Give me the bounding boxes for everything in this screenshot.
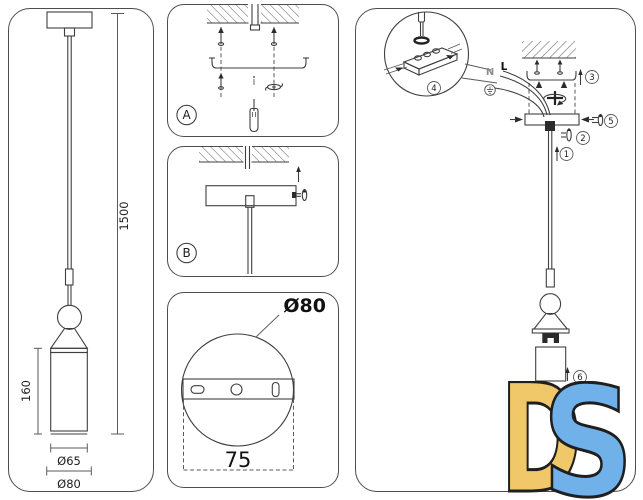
terminal-block-icon bbox=[384, 43, 463, 77]
panel-canopy-view: Ø80 75 bbox=[167, 292, 339, 488]
bracket-bar bbox=[182, 378, 295, 400]
dim-base-diameter: Ø80 bbox=[58, 477, 82, 491]
cone-flange bbox=[532, 328, 570, 334]
step-b-badge: B bbox=[183, 247, 191, 261]
step-circle bbox=[604, 114, 619, 129]
slot-hole-vertical bbox=[272, 382, 280, 398]
leader-line bbox=[465, 63, 492, 71]
arrow-icon bbox=[515, 116, 524, 123]
wing-nut-icon bbox=[265, 83, 284, 92]
canopy-plate-drawing: Ø80 75 bbox=[181, 295, 327, 472]
screw-icon bbox=[557, 59, 564, 76]
wire-ground-line bbox=[495, 87, 545, 118]
washer-icon bbox=[413, 36, 431, 46]
step-number-6: 6 bbox=[578, 373, 583, 383]
step-number-4: 4 bbox=[432, 84, 437, 94]
step-a-drawing: A bbox=[176, 3, 310, 133]
ball-joint bbox=[57, 305, 83, 331]
cord-grip bbox=[245, 195, 255, 209]
step-circle bbox=[427, 81, 442, 96]
up-arrow-icon bbox=[578, 69, 584, 86]
cord-grip bbox=[546, 268, 556, 288]
cord-lock bbox=[545, 121, 556, 132]
wire-neutral-label: N bbox=[486, 67, 494, 78]
canopy-connector bbox=[64, 27, 76, 37]
ball-joint bbox=[539, 293, 562, 316]
mounting-bracket bbox=[526, 71, 577, 81]
panel-dimension-view: 160 Ø65 Ø80 1500 bbox=[8, 8, 154, 492]
step-circle bbox=[585, 70, 600, 85]
wire-live-line bbox=[503, 70, 551, 116]
up-arrow-icon bbox=[536, 81, 543, 89]
screw-icon bbox=[534, 59, 541, 76]
step-number-5: 5 bbox=[609, 117, 614, 127]
screw-icon bbox=[271, 27, 278, 47]
cone-holder bbox=[50, 328, 89, 350]
step-a-badge: A bbox=[183, 109, 192, 123]
lamp-socket bbox=[542, 333, 560, 344]
canopy-outline bbox=[46, 11, 93, 29]
brand-logo: D S bbox=[499, 381, 636, 500]
mounting-bracket bbox=[211, 58, 307, 69]
dim-shade-height: 160 bbox=[19, 380, 33, 402]
screwdriver-icon bbox=[249, 76, 259, 133]
dim-total-drop: 1500 bbox=[117, 202, 131, 231]
assembly-drawing: 4 N L bbox=[384, 11, 619, 385]
set-screw-icon bbox=[592, 114, 604, 127]
panel-step-b: B bbox=[167, 145, 339, 277]
step-circle bbox=[573, 370, 588, 385]
panel-step-a: A bbox=[167, 3, 339, 137]
canopy-plate-circle bbox=[181, 333, 295, 447]
up-arrow-icon bbox=[561, 81, 568, 89]
leader-line bbox=[462, 77, 498, 84]
logo-letter-s: S bbox=[542, 381, 634, 500]
shade-body bbox=[535, 346, 567, 382]
arrow-icon bbox=[581, 116, 590, 123]
screw-icon bbox=[218, 73, 225, 91]
wire-neutral-line bbox=[500, 75, 548, 116]
step-number-3: 3 bbox=[590, 73, 595, 83]
step-circle bbox=[559, 147, 574, 162]
leader-line bbox=[256, 315, 280, 338]
step-number-2: 2 bbox=[581, 134, 586, 144]
screw-icon bbox=[218, 27, 225, 47]
step-number-1: 1 bbox=[564, 150, 569, 160]
pendant-lamp-drawing: 160 Ø65 Ø80 1500 bbox=[19, 11, 131, 491]
set-screw-icon bbox=[292, 189, 308, 202]
step-a-badge-circle bbox=[176, 105, 198, 126]
cone-holder bbox=[533, 313, 569, 330]
screw-rotation-icon bbox=[543, 91, 567, 106]
canopy-diameter-label: Ø80 bbox=[284, 295, 327, 317]
up-arrow-icon bbox=[565, 367, 571, 382]
screwdriver-icon bbox=[418, 12, 426, 37]
slot-hole-horizontal bbox=[190, 385, 205, 395]
ceiling-hatch bbox=[522, 41, 577, 59]
up-arrow-icon bbox=[296, 166, 302, 183]
wire-live-label: L bbox=[501, 61, 508, 73]
step-b-drawing: B bbox=[176, 145, 308, 275]
center-hole bbox=[230, 383, 243, 396]
step-b-badge-circle bbox=[176, 243, 198, 264]
logo-letter-d: D bbox=[500, 381, 582, 500]
shade-body bbox=[50, 352, 89, 432]
detail-circle bbox=[384, 11, 470, 97]
step-circle bbox=[576, 131, 591, 146]
up-arrow-icon bbox=[555, 146, 560, 162]
hole-spacing-label: 75 bbox=[225, 448, 252, 472]
set-screw-icon bbox=[561, 128, 573, 142]
shade-rim-top bbox=[50, 348, 89, 354]
ground-symbol-icon bbox=[484, 84, 497, 97]
dim-shade-diameter: Ø65 bbox=[58, 454, 82, 468]
cord-grip bbox=[65, 268, 74, 286]
panel-assembly-view: 4 N L bbox=[355, 8, 636, 492]
